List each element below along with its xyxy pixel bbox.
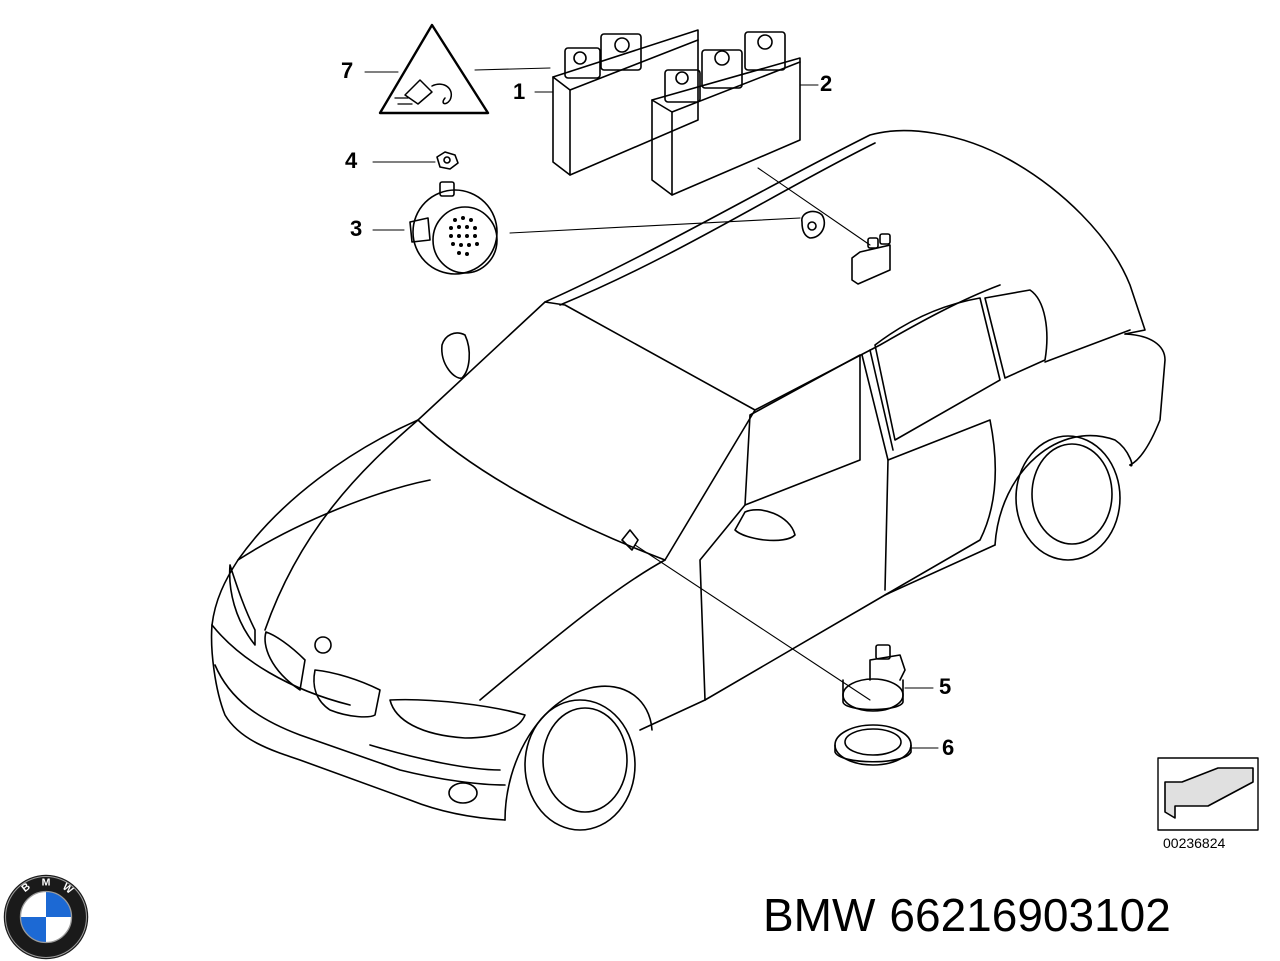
callout-2: 2 (820, 71, 833, 96)
roof-module (851, 233, 891, 285)
callout-3: 3 (350, 216, 363, 241)
mounting-ring-6 (834, 724, 912, 766)
callout-7: 7 (341, 58, 354, 83)
control-unit-2 (651, 31, 801, 196)
svg-text:M: M (42, 876, 51, 888)
callout-1: 1 (513, 79, 526, 104)
caption-part-number: 66216903102 (889, 889, 1171, 941)
car-outline (210, 129, 1166, 831)
alarm-siren-3 (409, 181, 498, 275)
interior-sensor (801, 210, 826, 239)
callout-6: 6 (942, 735, 955, 760)
bmw-roundel-icon: B M W (3, 874, 89, 960)
orientation-arrow-icon (1157, 757, 1259, 831)
caption-brand: BMW (763, 889, 876, 941)
diagram-reference-number: 00236824 (1163, 835, 1226, 851)
leader-lines (364, 67, 939, 749)
dash-sensor (621, 529, 639, 551)
sensor-5 (842, 644, 906, 712)
nut-4 (436, 151, 459, 170)
warning-triangle-icon (378, 23, 490, 115)
callout-4: 4 (345, 148, 358, 173)
control-unit-1 (552, 29, 699, 176)
callout-5: 5 (939, 674, 952, 699)
